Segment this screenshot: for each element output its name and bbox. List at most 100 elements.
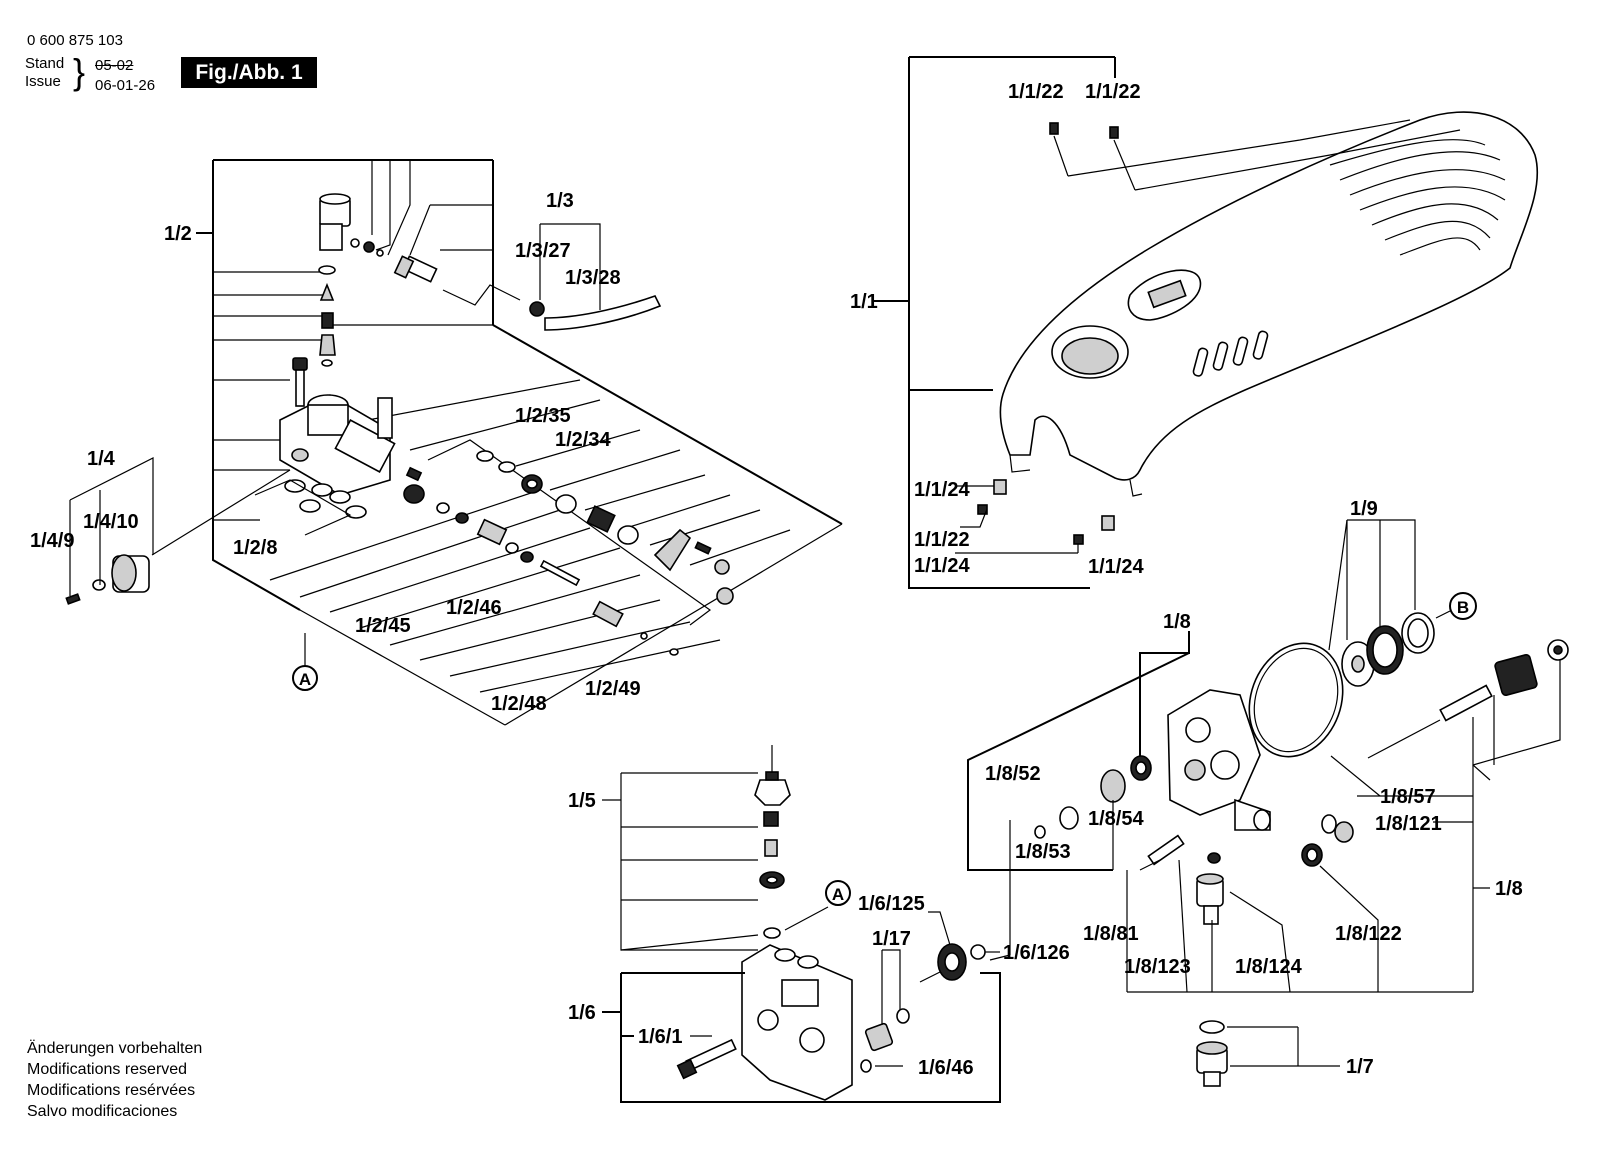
head-bolt [1147, 834, 1185, 866]
label-1-7: 1/7 [1346, 1056, 1374, 1078]
label-1-8-54: 1/8/54 [1088, 808, 1144, 830]
marker-a-top: A [292, 633, 318, 691]
label-1-3: 1/3 [546, 190, 574, 212]
label-1-2-49: 1/2/49 [585, 678, 641, 700]
drawing-number: 0 600 875 103 [27, 32, 123, 49]
svg-text:A: A [299, 670, 311, 689]
seal-stack [1341, 612, 1435, 687]
label-1-2-34: 1/2/34 [555, 429, 611, 451]
label-1-9: 1/9 [1350, 498, 1378, 520]
stand-label: Stand [25, 55, 65, 72]
bracket-plate [653, 528, 692, 572]
label-1-8-right: 1/8 [1495, 878, 1523, 900]
label-1-4: 1/4 [87, 448, 116, 470]
valve-manifold-group [65, 159, 843, 726]
label-1-6: 1/6 [568, 1002, 596, 1024]
label-1-1-22-a: 1/1/22 [1008, 81, 1064, 103]
o-ring-set [254, 479, 367, 536]
cover-screw-2 [1109, 126, 1136, 191]
bottom-clip-left [977, 479, 1007, 515]
hose-segment [529, 295, 662, 331]
pump-head-group [967, 519, 1569, 1087]
piston-rod [592, 600, 624, 628]
cover-screw-1 [1049, 122, 1069, 177]
side-vents [1192, 330, 1269, 377]
note-es: Salvo modificaciones [27, 1103, 178, 1120]
label-1-6-46: 1/6/46 [918, 1057, 974, 1079]
issue-label: Issue [25, 73, 61, 90]
bypass-valve-group [602, 745, 1001, 1103]
inlet-seal [937, 943, 967, 981]
inlet-fitting-1-7 [1196, 1041, 1228, 1087]
housing-cover [999, 111, 1539, 481]
modification-notes: Änderungen vorbehalten Modifications res… [27, 1038, 202, 1122]
label-1-2: 1/2 [164, 223, 192, 245]
valve-body [279, 394, 396, 496]
label-1-2-46: 1/2/46 [446, 597, 502, 619]
svg-text:B: B [1457, 598, 1469, 617]
valve-spring [321, 312, 334, 329]
bypass-valve-cap [754, 771, 791, 806]
label-1-8-124: 1/8/124 [1235, 956, 1303, 978]
piston-spring [586, 505, 616, 533]
diagonal-leader-lines [269, 379, 843, 726]
label-1-5: 1/5 [568, 790, 596, 812]
marker-b: B [1435, 592, 1477, 620]
stand-date: 05-02 [95, 57, 134, 74]
label-1-3-27: 1/3/27 [515, 240, 571, 262]
label-1-1-24-a: 1/1/24 [914, 479, 970, 501]
label-1-8-52: 1/8/52 [985, 763, 1041, 785]
label-1-8-57: 1/8/57 [1380, 786, 1436, 808]
large-o-ring [1248, 642, 1344, 758]
svg-text:A: A [832, 885, 844, 904]
label-1-8-122: 1/8/122 [1335, 923, 1402, 945]
label-1-1-24-b: 1/1/24 [914, 555, 970, 577]
piston-pin [1439, 684, 1493, 722]
label-1-1-24-c: 1/1/24 [1088, 556, 1144, 578]
label-1-2-45: 1/2/45 [355, 615, 411, 637]
label-1-8-top: 1/8 [1163, 611, 1191, 633]
piston-seal-left [403, 484, 425, 504]
label-1-4-10: 1/4/10 [83, 511, 139, 533]
bypass-valve-body [741, 944, 853, 1101]
bypass-spring [763, 811, 779, 827]
label-1-8-123: 1/8/123 [1124, 956, 1191, 978]
label-1-2-35: 1/2/35 [515, 405, 571, 427]
seal-1-8-54 [1100, 769, 1126, 803]
label-1-6-125: 1/6/125 [858, 893, 925, 915]
fitting-o-ring [1199, 1020, 1225, 1034]
issue-date: 06-01-26 [95, 77, 156, 94]
outlet-fitting [1196, 873, 1224, 925]
marker-a-bottom: A [825, 880, 851, 906]
hose-connector [393, 255, 438, 283]
note-fr: Modifications resérvées [27, 1082, 196, 1099]
note-de: Änderungen vorbehalten [27, 1040, 203, 1057]
label-1-6-1: 1/6/1 [638, 1026, 682, 1048]
check-valve-tip [319, 282, 335, 301]
manifold-bolt [292, 357, 308, 407]
piston-seal-1 [521, 474, 543, 494]
adjuster-knob [111, 554, 150, 593]
side-plug [864, 1022, 894, 1052]
pump-spring [1494, 654, 1538, 696]
label-1-6-126: 1/6/126 [1003, 942, 1070, 964]
label-1-2-8: 1/2/8 [233, 537, 277, 559]
inlet-fitting [319, 193, 351, 251]
check-valve-piston [476, 518, 508, 546]
label-1-2-48: 1/2/48 [491, 693, 547, 715]
o-ring-small [318, 265, 336, 275]
label-1-1-22-c: 1/1/22 [914, 529, 970, 551]
figure-badge: Fig./Abb. 1 [181, 57, 317, 88]
label-1-17: 1/17 [872, 928, 911, 950]
bypass-piston [764, 839, 778, 857]
label-1-4-9: 1/4/9 [30, 530, 74, 552]
vent-ribs [1329, 139, 1506, 256]
label-1-1: 1/1 [850, 291, 878, 313]
housing-cover-group [873, 56, 1539, 589]
pump-head-body [1167, 689, 1271, 831]
label-1-8-121: 1/8/121 [1375, 813, 1442, 835]
note-en: Modifications reserved [27, 1061, 188, 1078]
callout-labels: 1/1 1/1/22 1/1/22 1/1/24 1/1/22 1/1/24 1… [30, 81, 1523, 1079]
bottom-clip-right [1073, 515, 1115, 545]
